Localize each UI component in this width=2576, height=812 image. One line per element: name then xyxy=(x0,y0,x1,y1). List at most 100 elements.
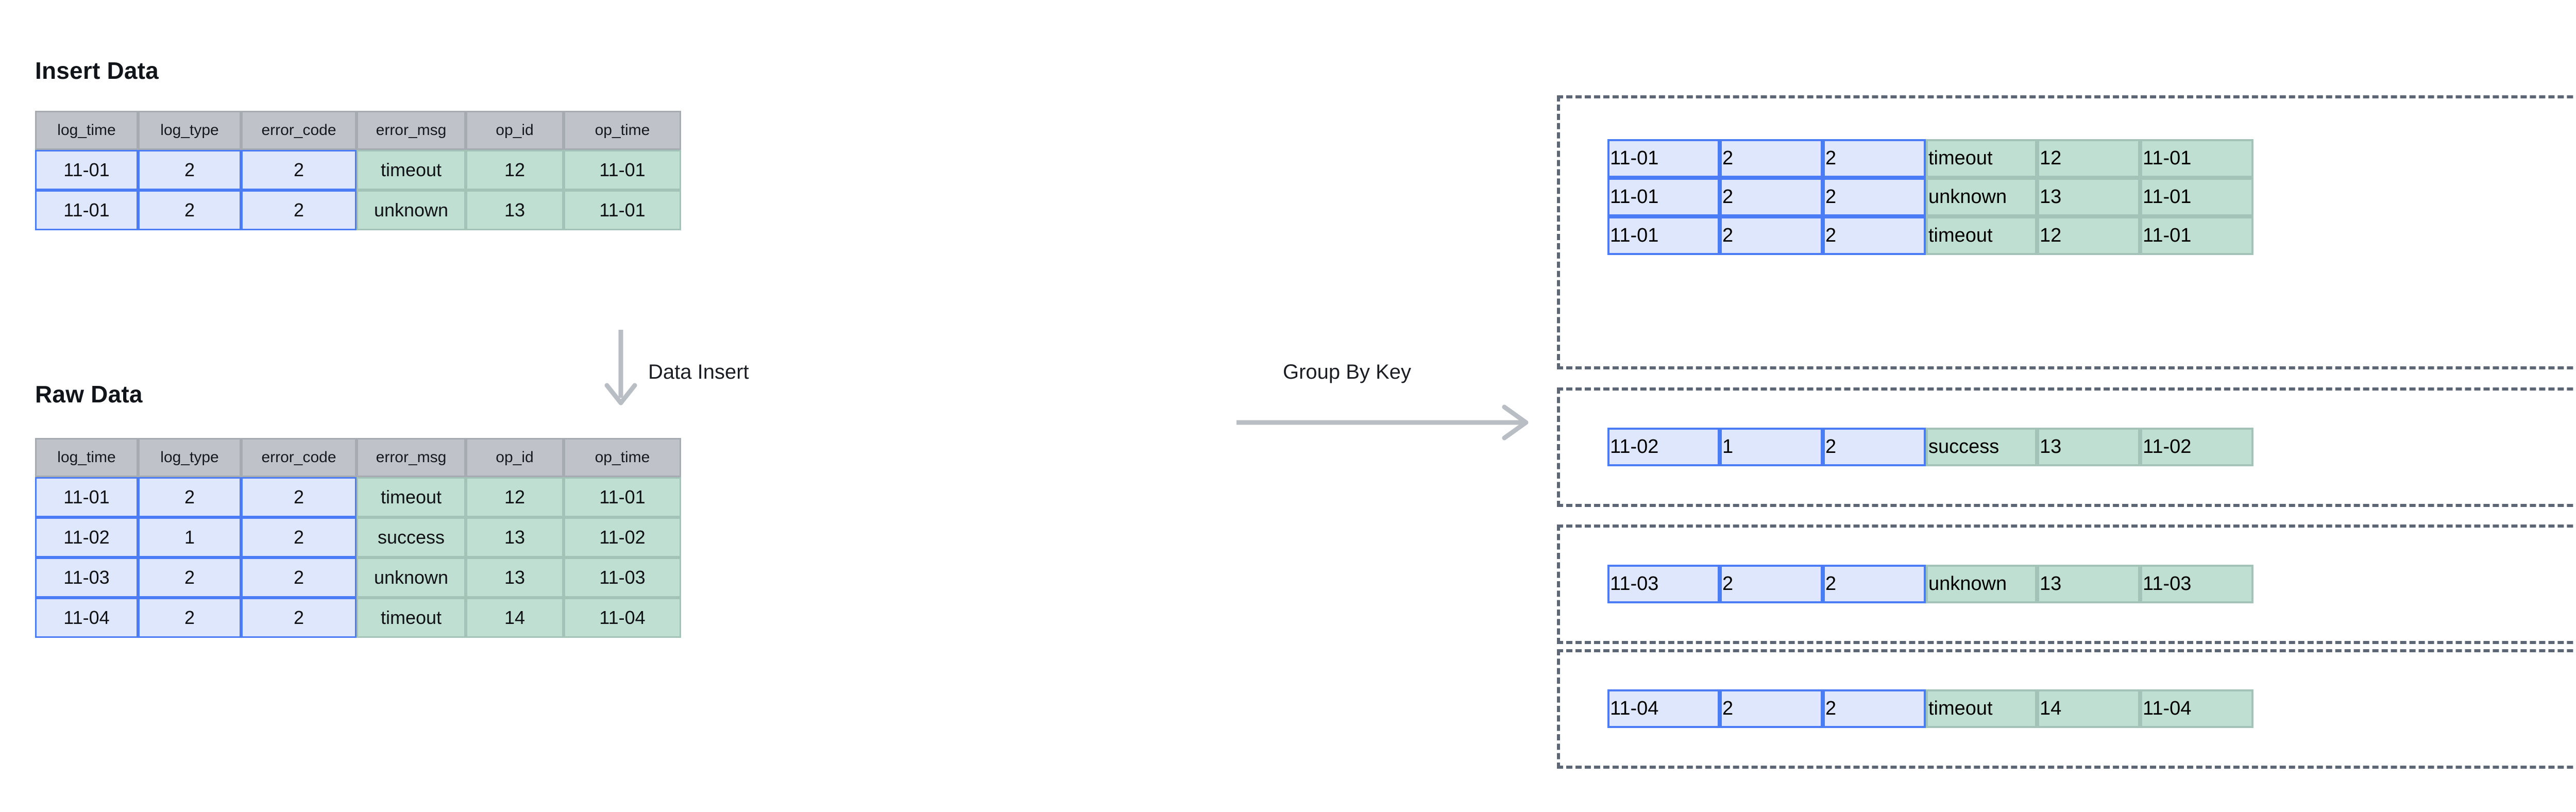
raw-data-title: Raw Data xyxy=(35,381,143,408)
cell-op-id: 12 xyxy=(2037,139,2140,178)
cell-log-time: 11-01 xyxy=(35,477,138,517)
raw-col-log-time: log_time xyxy=(35,438,138,477)
table-row: 11-01 2 2 timeout 12 11-01 xyxy=(1607,139,2253,178)
cell-error-msg: timeout xyxy=(1926,216,2037,255)
cell-error-msg: timeout xyxy=(1926,689,2037,728)
cell-op-id: 12 xyxy=(2037,216,2140,255)
cell-op-id: 13 xyxy=(2037,178,2140,216)
cell-log-type: 2 xyxy=(1720,565,1823,603)
insert-col-error-code: error_code xyxy=(241,111,357,150)
group-box-11-03 xyxy=(1557,525,2576,644)
cell-error-code: 2 xyxy=(241,477,357,517)
cell-op-time: 11-01 xyxy=(564,477,681,517)
insert-col-op-id: op_id xyxy=(466,111,564,150)
cell-op-time: 11-03 xyxy=(564,557,681,598)
raw-col-error-code: error_code xyxy=(241,438,357,477)
insert-data-header-row: log_time log_type error_code error_msg o… xyxy=(35,111,681,150)
cell-log-time: 11-01 xyxy=(1607,178,1720,216)
cell-op-id: 13 xyxy=(466,190,564,230)
cell-log-time: 11-04 xyxy=(35,598,138,638)
cell-op-time: 11-02 xyxy=(564,517,681,557)
cell-log-type: 2 xyxy=(1720,689,1823,728)
table-row: 11-01 2 2 unknown 13 11-01 xyxy=(1607,178,2253,216)
cell-error-msg: unknown xyxy=(1926,178,2037,216)
cell-error-code: 2 xyxy=(1823,139,1926,178)
cell-log-type: 2 xyxy=(138,150,241,190)
cell-error-code: 2 xyxy=(1823,178,1926,216)
raw-data-header-row: log_time log_type error_code error_msg o… xyxy=(35,438,681,477)
group-table-11-04: 11-04 2 2 timeout 14 11-04 xyxy=(1607,689,2253,728)
cell-error-code: 2 xyxy=(1823,428,1926,466)
group-table-11-02: 11-02 1 2 success 13 11-02 xyxy=(1607,428,2253,466)
cell-op-id: 13 xyxy=(466,517,564,557)
cell-log-type: 1 xyxy=(138,517,241,557)
insert-col-op-time: op_time xyxy=(564,111,681,150)
table-row: 11-02 1 2 success 13 11-02 xyxy=(35,517,681,557)
cell-op-id: 13 xyxy=(2037,565,2140,603)
cell-log-type: 1 xyxy=(1720,428,1823,466)
group-table-11-03: 11-03 2 2 unknown 13 11-03 xyxy=(1607,565,2253,603)
raw-col-log-type: log_type xyxy=(138,438,241,477)
table-row: 11-02 1 2 success 13 11-02 xyxy=(1607,428,2253,466)
cell-error-code: 2 xyxy=(241,150,357,190)
table-row: 11-01 2 2 timeout 12 11-01 xyxy=(35,477,681,517)
raw-col-error-msg: error_msg xyxy=(357,438,466,477)
table-row: 11-01 2 2 timeout 12 11-01 xyxy=(1607,216,2253,255)
cell-log-type: 2 xyxy=(1720,139,1823,178)
cell-error-msg: timeout xyxy=(1926,139,2037,178)
insert-data-table: log_time log_type error_code error_msg o… xyxy=(35,111,681,230)
cell-error-code: 2 xyxy=(1823,565,1926,603)
cell-error-msg: unknown xyxy=(357,190,466,230)
cell-error-code: 2 xyxy=(1823,689,1926,728)
cell-log-time: 11-01 xyxy=(35,150,138,190)
cell-op-time: 11-01 xyxy=(2140,178,2253,216)
cell-log-time: 11-04 xyxy=(1607,689,1720,728)
cell-log-time: 11-02 xyxy=(1607,428,1720,466)
insert-col-log-time: log_time xyxy=(35,111,138,150)
data-insert-label: Data Insert xyxy=(648,361,749,383)
group-table-11-01: 11-01 2 2 timeout 12 11-01 11-01 2 2 unk… xyxy=(1607,139,2253,255)
cell-op-time: 11-01 xyxy=(564,150,681,190)
group-by-key-arrow-icon xyxy=(1236,404,1529,441)
table-row: 11-01 2 2 unknown 13 11-01 xyxy=(35,190,681,230)
cell-op-id: 12 xyxy=(466,150,564,190)
cell-op-id: 14 xyxy=(466,598,564,638)
data-insert-arrow-icon xyxy=(604,330,637,405)
group-by-key-label: Group By Key xyxy=(1283,361,1412,383)
raw-data-table: log_time log_type error_code error_msg o… xyxy=(35,438,681,638)
cell-log-time: 11-01 xyxy=(35,190,138,230)
cell-op-id: 13 xyxy=(2037,428,2140,466)
group-box-11-01 xyxy=(1557,95,2576,369)
cell-log-time: 11-03 xyxy=(35,557,138,598)
insert-data-title: Insert Data xyxy=(35,57,159,84)
cell-op-time: 11-01 xyxy=(2140,139,2253,178)
cell-op-id: 14 xyxy=(2037,689,2140,728)
cell-error-code: 2 xyxy=(241,517,357,557)
cell-log-time: 11-01 xyxy=(1607,216,1720,255)
cell-op-time: 11-01 xyxy=(564,190,681,230)
cell-log-type: 2 xyxy=(138,477,241,517)
table-row: 11-04 2 2 timeout 14 11-04 xyxy=(1607,689,2253,728)
cell-error-code: 2 xyxy=(1823,216,1926,255)
cell-error-msg: timeout xyxy=(357,598,466,638)
cell-error-msg: timeout xyxy=(357,150,466,190)
cell-log-type: 2 xyxy=(138,557,241,598)
cell-log-time: 11-03 xyxy=(1607,565,1720,603)
group-box-11-02 xyxy=(1557,387,2576,507)
cell-log-type: 2 xyxy=(138,190,241,230)
cell-op-time: 11-01 xyxy=(2140,216,2253,255)
cell-op-id: 12 xyxy=(466,477,564,517)
cell-error-msg: success xyxy=(357,517,466,557)
cell-error-msg: timeout xyxy=(357,477,466,517)
cell-error-code: 2 xyxy=(241,190,357,230)
cell-log-type: 2 xyxy=(1720,216,1823,255)
cell-error-code: 2 xyxy=(241,598,357,638)
cell-log-type: 2 xyxy=(1720,178,1823,216)
cell-log-time: 11-02 xyxy=(35,517,138,557)
cell-op-time: 11-03 xyxy=(2140,565,2253,603)
table-row: 11-03 2 2 unknown 13 11-03 xyxy=(1607,565,2253,603)
table-row: 11-01 2 2 timeout 12 11-01 xyxy=(35,150,681,190)
raw-col-op-time: op_time xyxy=(564,438,681,477)
table-row: 11-04 2 2 timeout 14 11-04 xyxy=(35,598,681,638)
